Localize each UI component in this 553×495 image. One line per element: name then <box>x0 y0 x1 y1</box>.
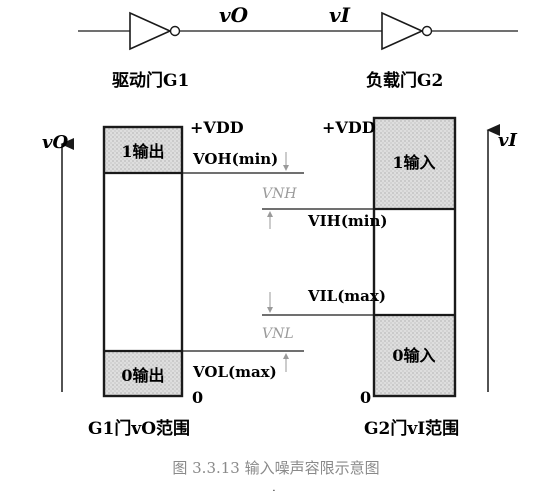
left-column-frame <box>102 125 184 398</box>
vih-label: VIH(min) <box>307 212 388 230</box>
page-mark: · <box>272 486 275 495</box>
left-high-region <box>104 127 182 173</box>
load-gate-icon <box>381 11 433 51</box>
right-axis-label: vI <box>498 130 517 151</box>
left-range-caption: G1门vO范围 <box>88 418 190 439</box>
vnl-top-arrowhead <box>267 307 273 313</box>
left-low-region <box>104 351 182 396</box>
driver-gate-icon <box>129 11 181 51</box>
right-zero-label: 0 <box>360 388 371 407</box>
left-output-range: vO 1输出 0输出 +VDD VOH(min) VOL(max) 0 G1门v… <box>42 118 304 439</box>
left-zero-label: 0 <box>192 388 203 407</box>
vnh-bottom-arrowhead <box>267 211 273 217</box>
right-low-region <box>374 315 455 396</box>
vnl-bottom-arrowhead <box>283 353 289 359</box>
vnh-top-arrowhead <box>283 165 289 171</box>
vnl-label: VNL <box>262 326 294 342</box>
wire-vo-label: vO <box>219 3 249 27</box>
voh-label: VOH(min) <box>192 150 278 168</box>
right-input-range: 1输入 0输入 +VDD VIH(min) VIL(max) 0 vI G2门v… <box>262 116 517 439</box>
left-vdd-label: +VDD <box>190 118 244 137</box>
right-low-box-label: 0输入 <box>392 346 435 365</box>
right-vdd-label: +VDD <box>322 118 376 137</box>
wire-vi-label: vI <box>329 3 351 27</box>
driver-gate-label: 驱动门G1 <box>112 70 189 91</box>
right-high-box-label: 1输入 <box>392 153 435 172</box>
load-gate-label: 负载门G2 <box>366 70 443 91</box>
noise-margins: VNH VNL <box>262 152 297 372</box>
figure-caption: 图 3.3.13 输入噪声容限示意图 <box>172 459 379 477</box>
gate-chain: vO vI 驱动门G1 负载门G2 <box>78 3 518 91</box>
left-high-box-label: 1输出 <box>121 142 164 161</box>
right-column-frame <box>372 116 457 398</box>
right-range-caption: G2门vI范围 <box>364 418 459 439</box>
left-axis-label: vO <box>42 132 68 153</box>
vil-label: VIL(max) <box>307 287 386 305</box>
right-high-region <box>374 118 455 209</box>
left-low-box-label: 0输出 <box>121 366 164 385</box>
vnh-label: VNH <box>262 186 297 202</box>
vol-label: VOL(max) <box>192 363 277 381</box>
